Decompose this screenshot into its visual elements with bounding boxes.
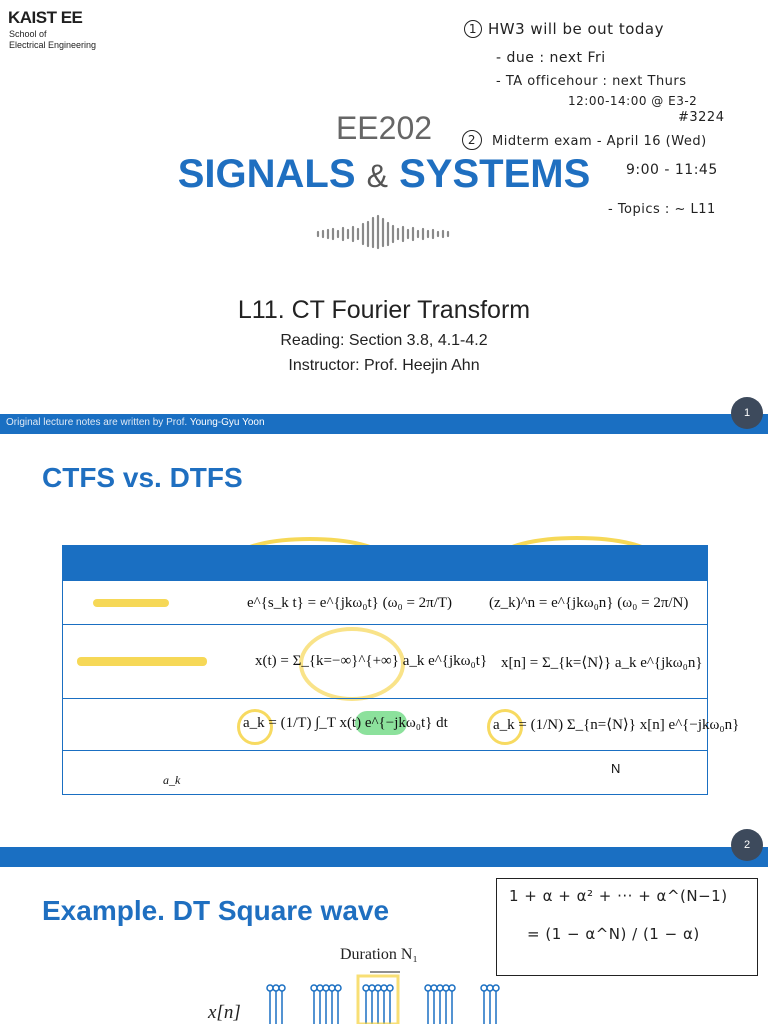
ctfs-coefficient-label: a_k: [163, 773, 181, 787]
logo-subtitle-line2: Electrical Engineering: [9, 40, 97, 50]
note-ta-room: #3224: [678, 110, 725, 125]
waveform-icon: [316, 214, 450, 250]
table-row-basis: e^{s_k t} = e^{jkω₀t} (ω₀ = 2π/T) (z_k)^…: [63, 580, 707, 625]
footer-bar: [0, 847, 768, 867]
ctfs-basis-formula: e^{s_k t} = e^{jkω₀t} (ω₀ = 2π/T): [247, 595, 453, 611]
ctfs-dtfs-table: e^{s_k t} = e^{jkω₀t} (ω₀ = 2π/T) (z_k)^…: [62, 545, 739, 795]
stem-group: [310, 984, 342, 1024]
ctfs-analysis-formula: a_k = (1/T) ∫_T x(t) e^{−jkω₀t} dt: [243, 715, 448, 731]
green-highlight: [355, 711, 407, 735]
credit-line: Original lecture notes are written by Pr…: [6, 417, 265, 428]
highlight-circle: [487, 709, 523, 745]
handwritten-sum-box: 1 + α + α² + ··· + α^(N−1) = (1 − α^N) /…: [496, 878, 758, 976]
course-title-left: SIGNALS: [177, 152, 356, 196]
highlight-mark: [77, 657, 207, 666]
stem-group: [362, 984, 394, 1024]
table-row-analysis: a_k = (1/T) ∫_T x(t) e^{−jkω₀t} dt a_k =…: [63, 698, 739, 751]
square-wave-stem-plot: [266, 971, 500, 1024]
credit-author: Young-Gyu Yoon: [189, 417, 265, 428]
page-number-badge: 1: [731, 397, 763, 429]
course-code: EE202: [335, 110, 433, 146]
note-midterm-time: 9:00 - 11:45: [626, 162, 718, 178]
credit-prefix: Original lecture notes are written by Pr…: [6, 417, 188, 428]
handwritten-notes: 1 HW3 will be out today - due : next Fri…: [460, 14, 760, 224]
duration-label: Duration N₁: [340, 946, 419, 963]
instructor-name: Instructor: Prof. Heejin Ahn: [288, 357, 480, 374]
highlight-box: [356, 974, 400, 1024]
highlight-mark: [93, 599, 169, 607]
dtfs-synthesis-formula: x[n] = Σ_{k=⟨N⟩} a_k e^{jkω₀n}: [501, 655, 703, 671]
highlight-circle: [299, 627, 405, 701]
geometric-sum-line2: = (1 − α^N) / (1 − α): [527, 925, 700, 943]
note-ta: - TA officehour : next Thurs: [496, 74, 687, 89]
reading-assignment: Reading: Section 3.8, 4.1-4.2: [280, 332, 488, 349]
lecture-title: L11. CT Fourier Transform: [237, 296, 531, 324]
note-due: - due : next Fri: [496, 50, 606, 66]
dtfs-period-label: N: [611, 761, 621, 776]
stem-group: [266, 984, 286, 1024]
table-row-synthesis: x(t) = Σ_{k=−∞}^{+∞} a_k e^{jkω₀t} x[n] …: [63, 624, 707, 701]
highlight-circle: [237, 709, 273, 745]
dtfs-basis-formula: (z_k)^n = e^{jkω₀n} (ω₀ = 2π/N): [489, 595, 689, 611]
kaist-ee-logo: KAIST EE: [8, 8, 83, 27]
slide3-title: Example. DT Square wave: [42, 895, 390, 926]
course-title: SIGNALS & SYSTEMS: [0, 152, 768, 197]
course-title-right: SYSTEMS: [399, 152, 591, 196]
stem-group: [424, 984, 456, 1024]
geometric-sum-line1: 1 + α + α² + ··· + α^(N−1): [509, 887, 728, 905]
dtfs-analysis-formula: a_k = (1/N) Σ_{n=⟨N⟩} x[n] e^{−jkω₀n}: [493, 717, 740, 733]
table-row-coefficients: a_k N: [63, 750, 707, 795]
footer-bar: [0, 414, 768, 434]
logo-subtitle-line1: School of: [9, 29, 47, 39]
signal-label: x[n]: [208, 1002, 241, 1023]
note-number-2: 2: [462, 130, 482, 150]
note-hw3: HW3 will be out today: [488, 20, 664, 38]
ctfs-synthesis-formula: x(t) = Σ_{k=−∞}^{+∞} a_k e^{jkω₀t}: [255, 653, 488, 669]
table-header-row: [63, 546, 707, 580]
note-midterm: Midterm exam - April 16 (Wed): [492, 134, 707, 149]
note-number-1: 1: [464, 20, 482, 38]
note-ta-time: 12:00-14:00 @ E3-2: [568, 94, 698, 108]
course-title-amp: &: [366, 158, 388, 194]
page-number-badge: 2: [731, 829, 763, 861]
note-topics: - Topics : ~ L11: [608, 202, 716, 217]
stem-group: [480, 984, 500, 1024]
slide2-title: CTFS vs. DTFS: [42, 462, 243, 493]
